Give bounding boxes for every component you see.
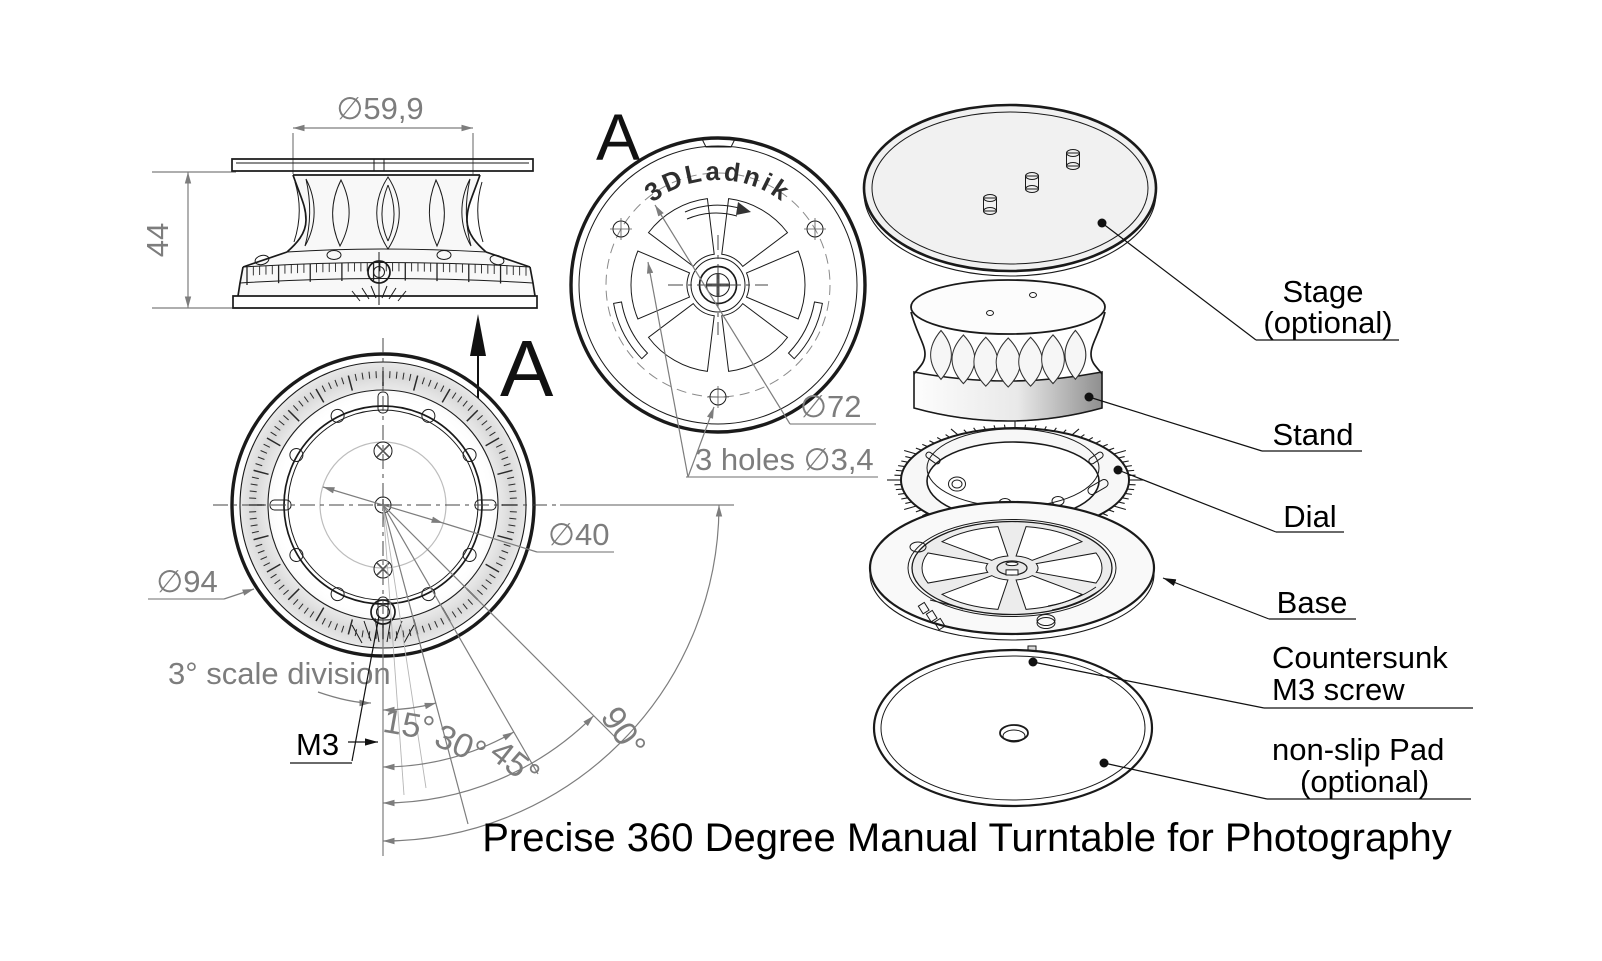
pad-part [872, 648, 1154, 808]
side-height-dimension-text: 44 [140, 223, 175, 257]
curved-slot [613, 301, 649, 360]
stage-label-optional: (optional) [1263, 305, 1392, 340]
leader-line [1162, 577, 1270, 620]
base-spoked-wheel [912, 522, 1112, 615]
inner-diameter-extension [442, 522, 538, 553]
view-direction-label: A [500, 324, 554, 413]
outer-diameter-leader [223, 588, 255, 600]
stage-pins [983, 149, 1080, 215]
view-a-inner-rim [578, 145, 858, 425]
view-direction-arrow: A [470, 314, 554, 413]
leader-line [1088, 396, 1263, 452]
flute [428, 178, 445, 248]
cone-hole [254, 254, 270, 266]
flute-crescent [304, 178, 315, 247]
part-callouts: Stage (optional) Stand Dial Base Counter… [1028, 218, 1473, 800]
bolt-circle-leader [654, 204, 791, 425]
pad-label-line2: (optional) [1300, 764, 1429, 799]
dial-cone-profile [237, 251, 536, 297]
cone-hole [489, 254, 505, 266]
section-view-a: A 3DLadnik [569, 100, 878, 478]
rim-notch [701, 138, 736, 148]
bolt-circle-dimension-text: ∅72 [800, 389, 862, 424]
stand-label: Stand [1272, 417, 1353, 452]
center-screw-inner [373, 266, 385, 278]
stand-left-profile [286, 174, 307, 253]
stand-flutes [930, 329, 1087, 388]
exploded-view [862, 103, 1158, 808]
curved-slot [787, 301, 823, 360]
scale-division-note: 3° scale division [168, 656, 391, 691]
flute-edge-line [293, 181, 484, 243]
side-diameter-dimension-text: ∅59,9 [336, 91, 423, 126]
inner-diameter-arrows [322, 486, 444, 524]
leader-line [1101, 222, 1257, 341]
holes-dimension-text: 3 holes ∅3,4 [695, 442, 874, 477]
cone-top-curve [286, 248, 487, 253]
angle-label-15: 15° [380, 702, 437, 748]
m3-screw-label: M3 [296, 727, 339, 762]
scale-note-leader [317, 691, 372, 707]
base-part [868, 500, 1156, 641]
brand-text: 3DLadnik [639, 156, 797, 208]
holes-leader [646, 261, 689, 478]
flute [376, 176, 400, 250]
bolt-circle [605, 172, 831, 398]
stage-part [862, 103, 1158, 277]
side-stand-body-fill [238, 175, 535, 296]
angle-label-90: 90° [593, 700, 653, 764]
cone-hole [436, 250, 452, 260]
section-view-label: A [596, 100, 640, 174]
screw-label-line1: Countersunk [1272, 640, 1448, 675]
stand-part [910, 279, 1106, 422]
view-a-outer-circle [569, 136, 867, 434]
side-scale-tick-marks [246, 262, 527, 285]
flute-inner-line [381, 184, 395, 242]
base-label: Base [1277, 585, 1348, 620]
flute [332, 178, 350, 248]
drawing-title: Precise 360 Degree Manual Turntable for … [482, 816, 1451, 860]
arrow-head [470, 314, 486, 356]
holes-leader [687, 406, 715, 478]
side-stage-disc [231, 158, 534, 172]
m3-leader [351, 615, 380, 762]
stage-label: Stage [1282, 274, 1363, 309]
center-screw [367, 260, 391, 284]
bolt-holes [610, 218, 826, 408]
angle-dimension-arcs [382, 504, 723, 845]
leader-line [1032, 661, 1265, 709]
flute-crescent [461, 178, 472, 247]
angle-label-45: 45° [483, 733, 547, 795]
cone-hole [326, 250, 342, 260]
center-lines [668, 235, 768, 335]
scale-band-bottom-curve [239, 278, 534, 284]
leader-line [1117, 469, 1277, 533]
side-base-plate [232, 295, 538, 309]
top-view: 15° 30° 45° 90° ∅94 ∅40 3° scale divisio… [148, 338, 734, 856]
rotation-arrow-head [736, 202, 751, 215]
side-view: ∅59,9 44 [140, 91, 538, 309]
screw-label-line2: M3 screw [1272, 672, 1405, 707]
outer-diameter-dimension-text: ∅94 [156, 564, 218, 599]
pad-label-line1: non-slip Pad [1272, 732, 1444, 767]
angle-label-30: 30° [429, 717, 491, 773]
dial-label: Dial [1283, 499, 1336, 534]
leader-line [1103, 762, 1268, 800]
inner-diameter-dimension-text: ∅40 [548, 517, 610, 552]
rotation-arrow-arc [684, 204, 743, 220]
